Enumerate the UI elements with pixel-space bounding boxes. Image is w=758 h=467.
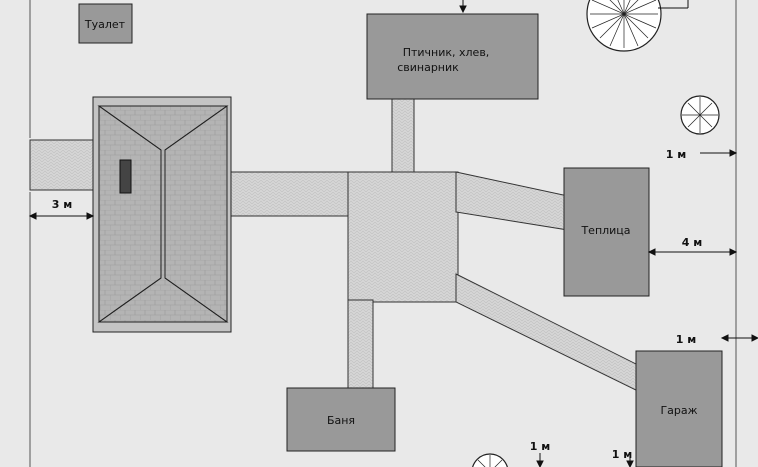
garage-label: Гараж	[660, 404, 697, 417]
path-to-greenhouse	[455, 171, 569, 231]
dim-bottom-center: 1 м	[530, 440, 550, 453]
plot-boundary	[29, 0, 737, 467]
tree-top-icon	[586, 0, 662, 52]
bathhouse-building	[286, 387, 396, 452]
greenhouse-building	[563, 167, 650, 297]
dim-house-left: 3 м	[52, 198, 72, 211]
toilet-label: Туалет	[84, 18, 126, 31]
tree-right-icon	[680, 95, 720, 135]
entrance-path	[29, 139, 97, 191]
path-to-bathhouse	[347, 299, 374, 391]
dim-garage-right: 1 м	[676, 333, 696, 346]
path-to-poultry	[391, 98, 415, 175]
house-roof	[98, 105, 228, 323]
dim-garage-bottom: 1 м	[612, 448, 632, 461]
poultry-building	[366, 13, 539, 100]
bathhouse-label: Баня	[327, 414, 355, 427]
greenhouse-label: Теплица	[580, 224, 630, 237]
central-paved-area	[347, 171, 459, 303]
outbuildings	[78, 3, 723, 467]
tree-bottom-icon	[472, 453, 508, 467]
paved-paths	[29, 98, 641, 393]
poultry-label-line2: свинарник	[397, 61, 459, 74]
dim-greenhouse-right: 4 м	[682, 236, 702, 249]
dimension-lines	[28, 0, 758, 467]
chimney	[119, 159, 132, 194]
dim-tree-right: 1 м	[666, 148, 686, 161]
house	[92, 96, 232, 333]
toilet-building	[78, 3, 133, 44]
garage-building	[635, 350, 723, 467]
poultry-label-line1: Птичник, хлев,	[403, 46, 490, 59]
